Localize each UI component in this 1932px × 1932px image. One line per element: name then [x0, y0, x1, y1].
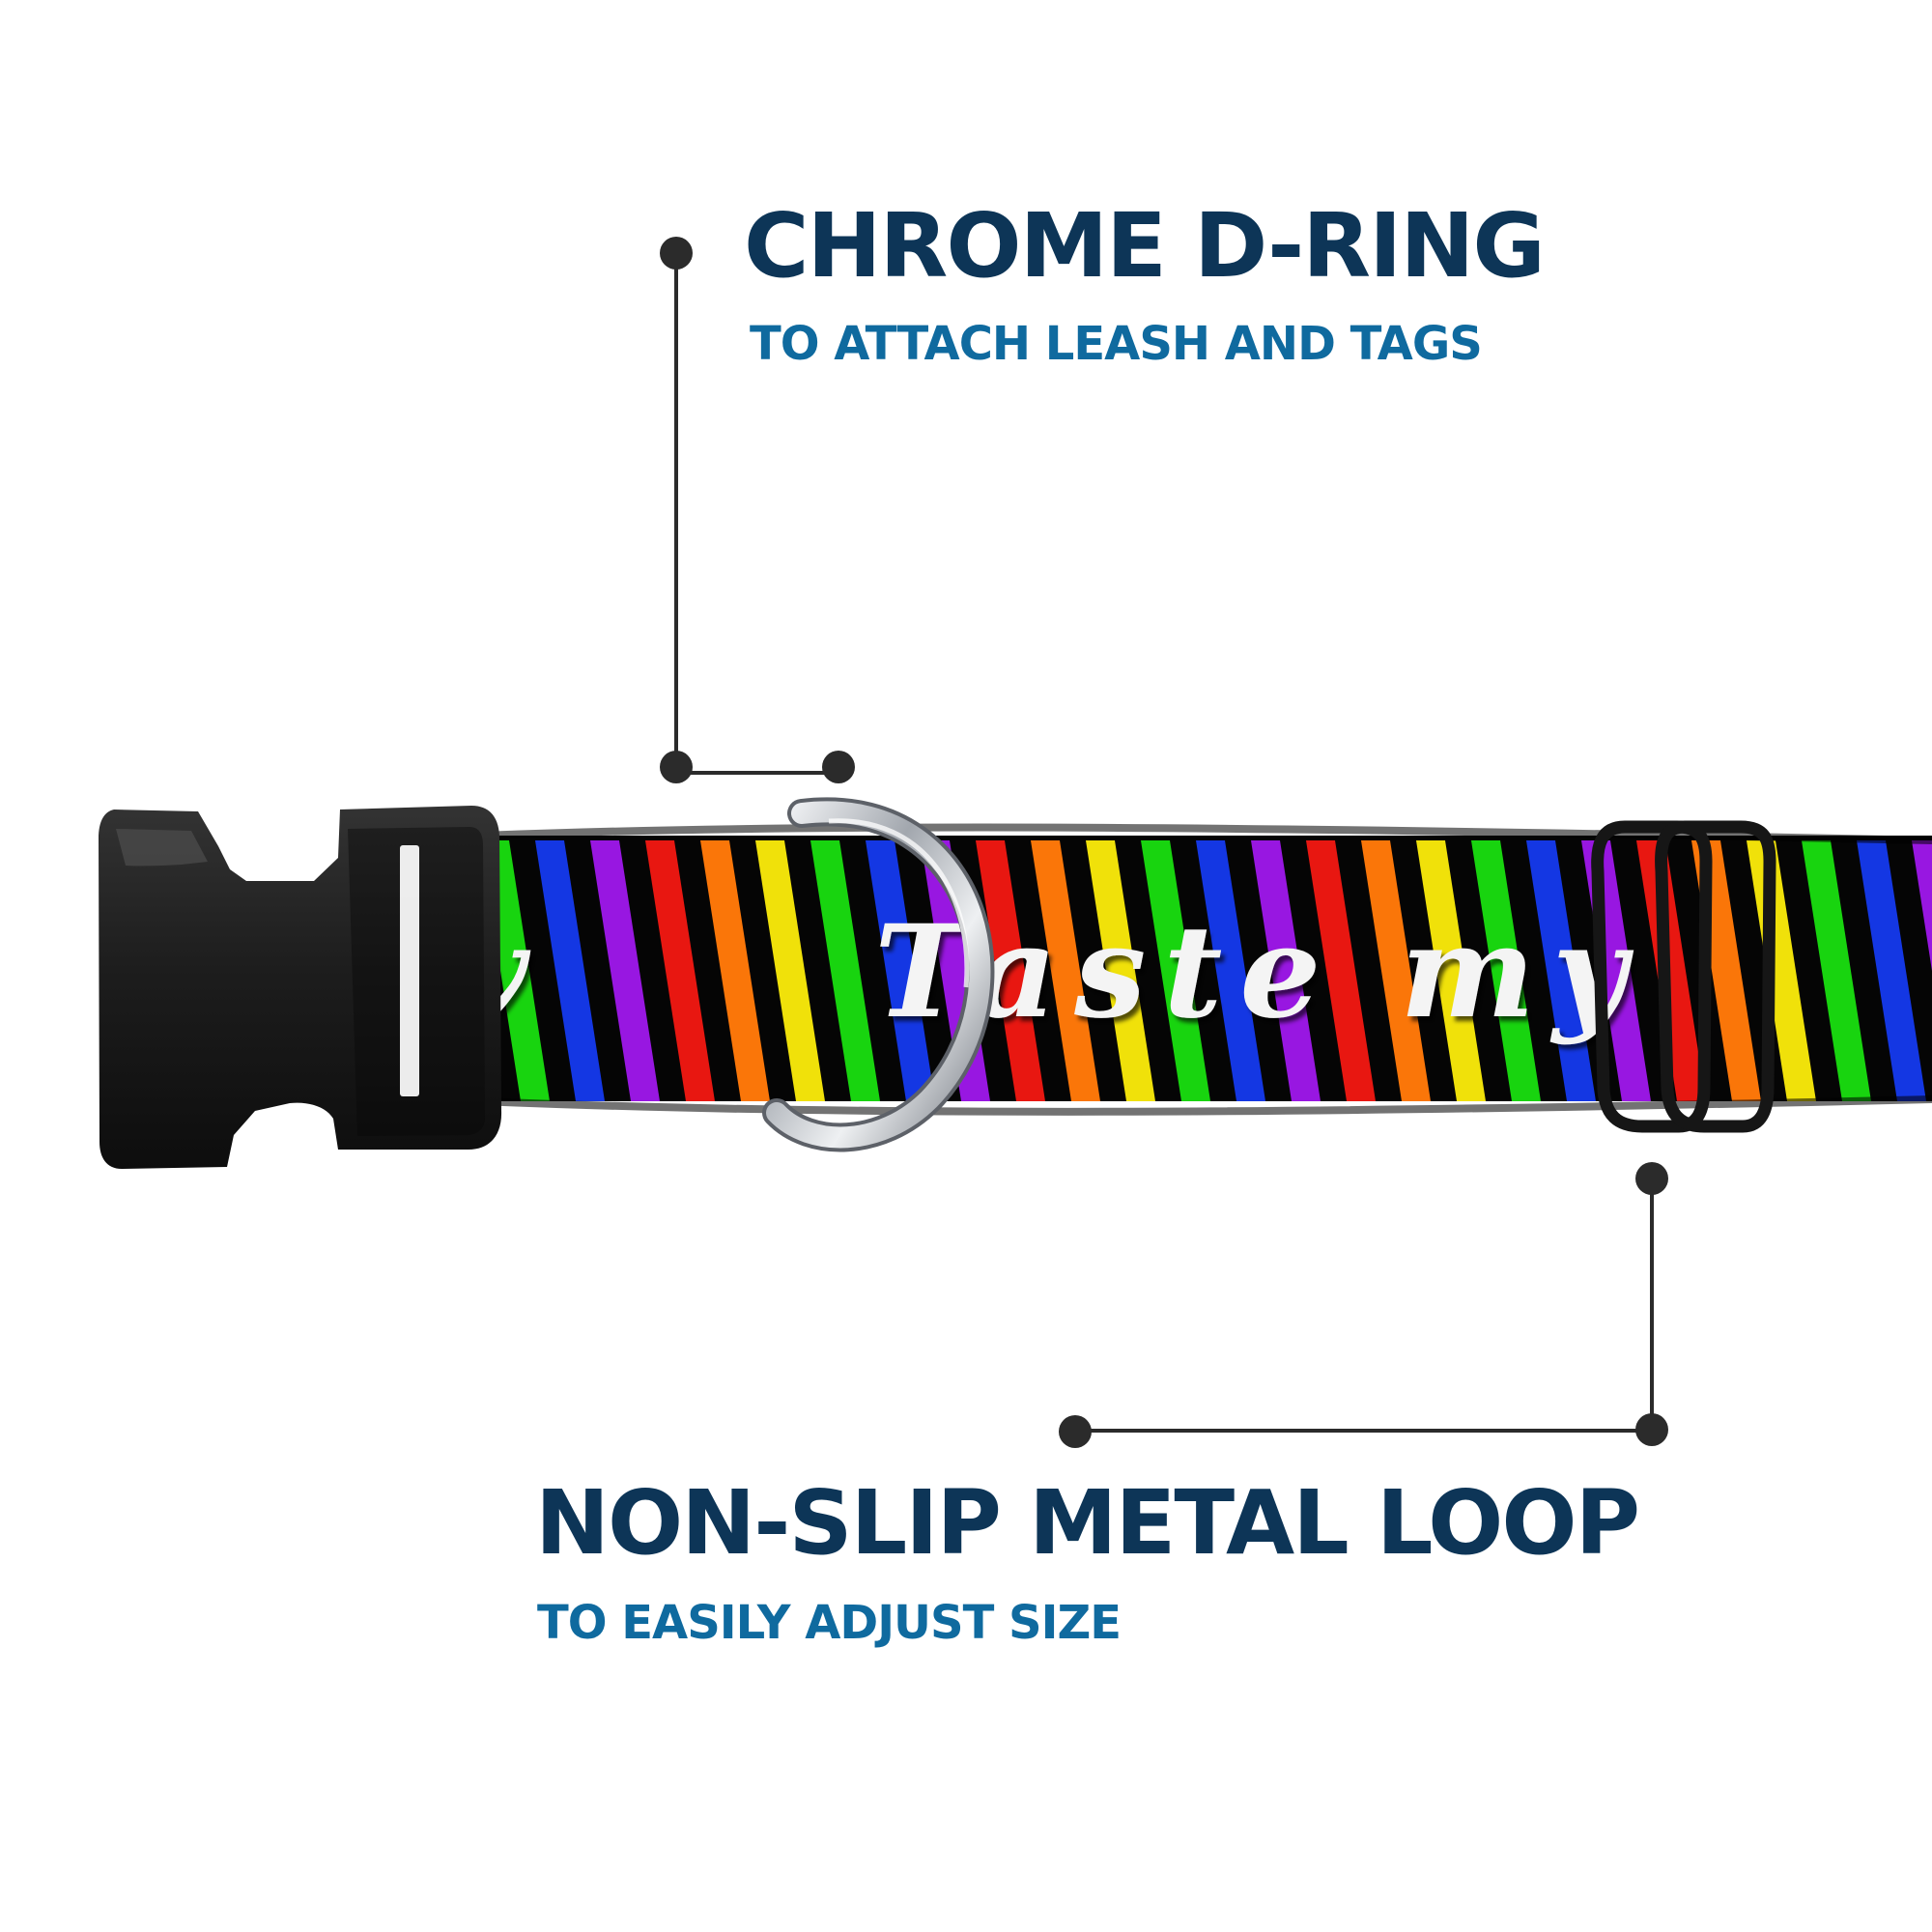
callout-leaders [660, 237, 1668, 1448]
d-ring-leader-dot-target [822, 751, 855, 783]
stripe [1251, 840, 1321, 1101]
stripe [1361, 840, 1431, 1101]
loop-leader-dot-elbow [1635, 1413, 1668, 1446]
stripe [1306, 840, 1376, 1101]
loop-feature-title: NON-SLIP METAL LOOP [535, 1471, 1640, 1575]
loop-leader-dot-end [1059, 1415, 1092, 1448]
d-ring-leader-dot-elbow [660, 751, 693, 783]
metal-loop-icon [1591, 820, 1776, 1133]
stripe [1141, 840, 1210, 1101]
stripe [866, 840, 935, 1101]
stripe [1802, 840, 1871, 1101]
stripe [1636, 840, 1706, 1101]
stripe [1912, 840, 1932, 1101]
buckle-slot [400, 845, 419, 1096]
d-ring-leader-dot-top [660, 237, 693, 270]
loop-leader-dot-target [1635, 1162, 1668, 1195]
stripe [590, 840, 660, 1101]
stripe [535, 840, 605, 1101]
buckle-highlight [116, 829, 208, 867]
loop-right-bar [1655, 820, 1776, 1133]
plastic-buckle-icon [99, 806, 502, 1169]
strap-print-text: Taste my [874, 897, 1644, 1047]
d-ring-feature-subtitle: TO ATTACH LEASH AND TAGS [750, 317, 1483, 371]
strap-top-edge-shadow [414, 823, 1932, 844]
d-ring-icon [762, 797, 995, 1152]
stripe [1031, 840, 1100, 1101]
stripe [1196, 840, 1265, 1101]
stripe [810, 840, 880, 1101]
stripe [700, 840, 770, 1101]
stripe [1086, 840, 1155, 1101]
d-ring-chrome [766, 801, 991, 1149]
stripe [1857, 840, 1926, 1101]
stripe [1526, 840, 1596, 1101]
loop-left-bar [1591, 820, 1713, 1133]
stripe [755, 840, 825, 1101]
d-ring-feature-title: CHROME D-RING [744, 194, 1546, 298]
d-ring-shine [828, 818, 970, 988]
stripe [1416, 840, 1486, 1101]
loop-feature-subtitle: TO EASILY ADJUST SIZE [537, 1596, 1122, 1650]
stripe [1471, 840, 1541, 1101]
stripe [645, 840, 715, 1101]
stripe [976, 840, 1045, 1101]
